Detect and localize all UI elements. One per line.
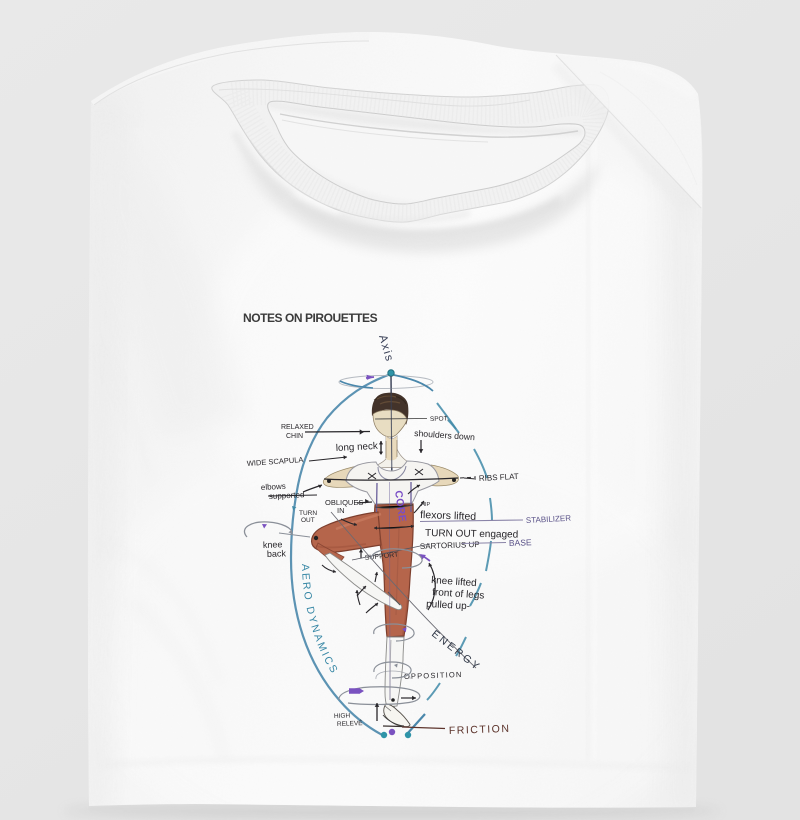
svg-text:RELAXED: RELAXED (281, 424, 314, 431)
svg-text:NOTES ON PIROUETTES: NOTES ON PIROUETTES (243, 311, 378, 325)
svg-text:IN: IN (337, 506, 345, 515)
svg-text:TURN: TURN (299, 510, 317, 517)
svg-text:flexors lifted: flexors lifted (420, 509, 477, 523)
svg-text:long neck: long neck (336, 441, 379, 454)
svg-text:back: back (267, 548, 287, 559)
svg-text:CHIN: CHIN (286, 433, 303, 440)
svg-text:CORE: CORE (392, 490, 408, 523)
svg-text:FRICTION: FRICTION (449, 723, 511, 737)
svg-text:pulled up-: pulled up- (426, 599, 470, 612)
svg-text:OPPOSITION: OPPOSITION (404, 670, 463, 681)
svg-text:OBLIQUES: OBLIQUES (325, 498, 363, 507)
svg-text:knee: knee (263, 539, 283, 550)
svg-text:SUPPORT: SUPPORT (364, 551, 399, 562)
svg-text:BASE: BASE (509, 537, 532, 548)
svg-text:knee lifted: knee lifted (431, 575, 477, 589)
svg-text:OUT: OUT (301, 517, 315, 524)
svg-text:HIP: HIP (421, 502, 431, 508)
svg-text:STABILIZER: STABILIZER (526, 514, 572, 525)
svg-text:HIGH: HIGH (334, 712, 351, 720)
svg-text:elbows: elbows (261, 482, 286, 492)
svg-text:RELEVÉ: RELEVÉ (337, 718, 364, 728)
svg-text:WIDE SCAPULA: WIDE SCAPULA (247, 455, 304, 468)
svg-text:shoulders down: shoulders down (414, 428, 476, 442)
svg-text:SPOT.: SPOT. (430, 415, 449, 423)
svg-text:RIBS FLAT: RIBS FLAT (479, 472, 519, 483)
svg-text:TURN OUT engaged: TURN OUT engaged (425, 528, 518, 541)
svg-text:SARTORIUS UP: SARTORIUS UP (420, 540, 480, 551)
svg-text:front of legs: front of legs (432, 587, 485, 602)
